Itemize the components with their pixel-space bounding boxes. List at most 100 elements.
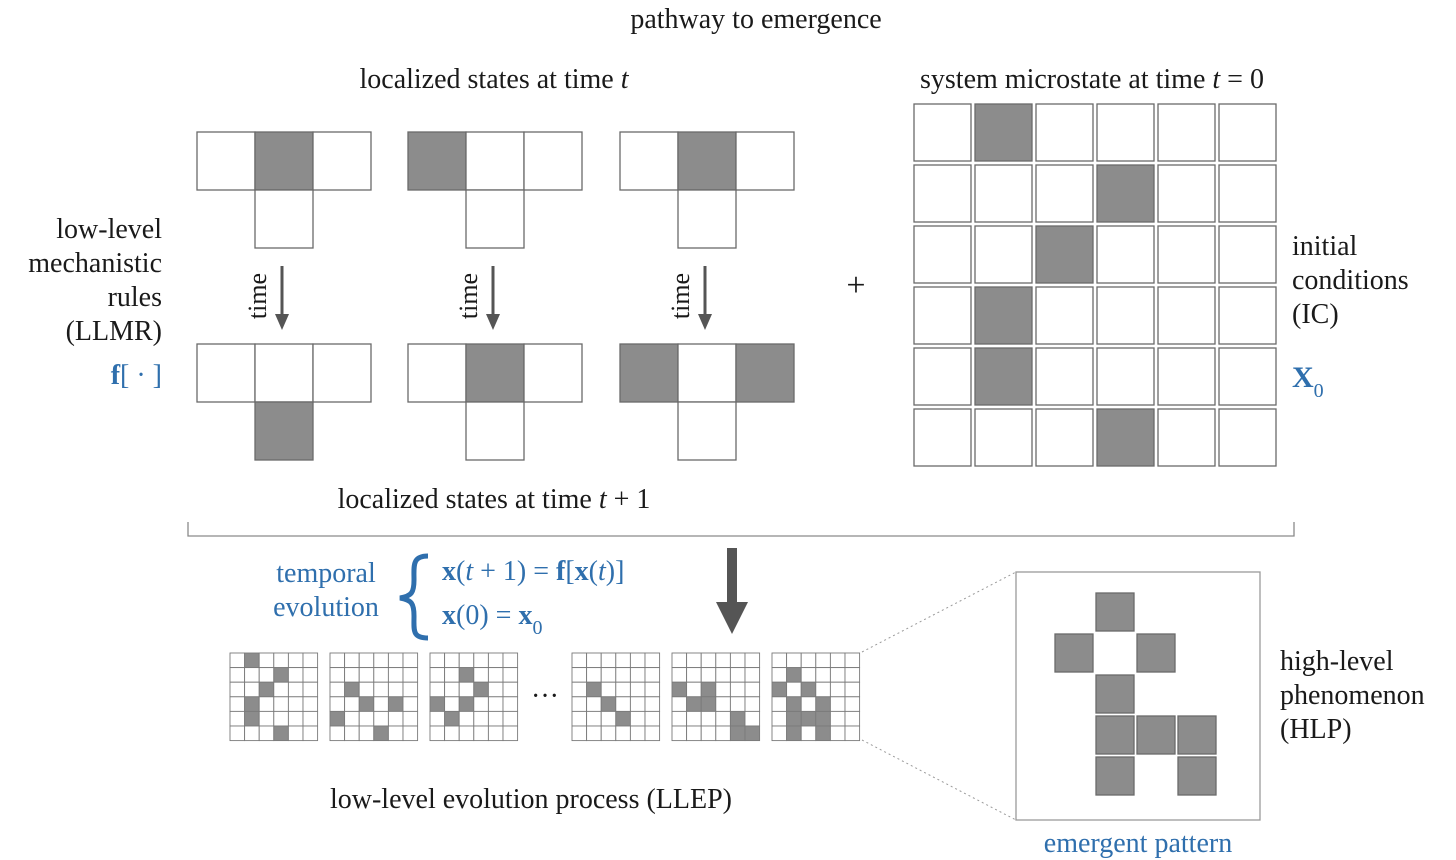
llep-cell — [444, 681, 460, 698]
llep-cell — [344, 696, 360, 712]
llep-cell — [815, 696, 831, 712]
llep-cell — [571, 681, 588, 698]
llep-frame — [329, 652, 419, 742]
llep-cell — [444, 667, 460, 683]
emergent-cell — [1054, 633, 1094, 673]
ic-cell — [1218, 408, 1277, 467]
llep-cell — [844, 696, 861, 712]
emergent-cell — [1136, 715, 1176, 755]
llep-cell — [473, 696, 489, 712]
llep-cell — [700, 667, 717, 683]
llep-cell — [615, 696, 631, 712]
llep-cell — [715, 681, 731, 698]
llep-cell — [402, 725, 419, 742]
llep-cell — [700, 696, 717, 712]
llep-cell — [358, 710, 375, 727]
ic-cell — [1035, 408, 1094, 467]
ic-symbol: X0 — [1292, 361, 1324, 402]
llmr-label-line: rules — [108, 282, 162, 313]
llep-cell — [629, 667, 646, 683]
llep-cell — [600, 667, 617, 683]
llep-cell — [571, 710, 588, 727]
llep-cell — [800, 696, 817, 712]
llep-cell — [458, 710, 475, 727]
llep-cell — [458, 681, 475, 698]
llep-frame — [671, 652, 761, 742]
rule-before-cell — [465, 131, 525, 191]
curly-brace-icon — [399, 553, 429, 641]
ic-cell — [1096, 286, 1155, 345]
ic-cell — [913, 408, 972, 467]
ic-cell — [974, 225, 1033, 284]
llep-cell — [358, 696, 375, 712]
llep-cell — [571, 725, 588, 742]
llep-cell — [686, 725, 702, 742]
llep-cell — [473, 681, 489, 698]
llep-cell — [329, 652, 346, 669]
ic-cell — [1218, 164, 1277, 223]
emergent-cell — [1095, 756, 1135, 796]
llep-cell — [671, 667, 688, 683]
llep-cell — [586, 696, 602, 712]
llep-cell — [844, 710, 861, 727]
llep-cell — [387, 710, 404, 727]
llep-cell — [744, 681, 761, 698]
llep-cell — [273, 667, 289, 683]
rule-after-cell — [677, 401, 737, 461]
llep-cell — [487, 696, 504, 712]
llep-cell — [571, 652, 588, 669]
llep-cell — [771, 725, 788, 742]
llep-cell — [800, 710, 817, 727]
rule-before-cell — [254, 189, 314, 249]
llep-cell — [686, 681, 702, 698]
llmr-label-line: mechanistic — [28, 248, 162, 279]
llep-frame — [571, 652, 661, 742]
llep-cell — [244, 710, 260, 727]
llep-cell — [786, 681, 802, 698]
ic-grid — [913, 103, 1277, 467]
ic-cell — [1035, 225, 1094, 284]
llep-cell — [615, 681, 631, 698]
llep-cell — [700, 681, 717, 698]
emergent-pattern — [1054, 592, 1217, 796]
llep-cell — [229, 725, 246, 742]
llep-cell — [700, 725, 717, 742]
llep-cell — [815, 667, 831, 683]
emergent-pattern-box — [1015, 571, 1261, 821]
llep-cell — [729, 667, 746, 683]
rule-before-cell — [619, 131, 679, 191]
emergent-cell — [1095, 715, 1135, 755]
llep-cell — [671, 681, 688, 698]
llep-cell — [815, 725, 831, 742]
llep-cell — [615, 667, 631, 683]
llep-cell — [287, 696, 304, 712]
ic-header: system microstate at time t = 0 — [920, 64, 1264, 95]
llep-cell — [729, 696, 746, 712]
llmr-label-line: low-level — [56, 214, 162, 245]
llep-cell — [800, 667, 817, 683]
llep-cell — [387, 725, 404, 742]
zoom-line-top — [861, 571, 1017, 653]
llep-cell — [600, 652, 617, 669]
time-arrowhead-icon — [486, 314, 500, 330]
llep-cell — [373, 725, 389, 742]
rule-after-cell — [619, 343, 679, 403]
rule-after — [407, 343, 583, 461]
llep-cell — [244, 652, 260, 669]
llep-cell — [487, 681, 504, 698]
llep-cell — [302, 710, 319, 727]
llep-cell — [844, 681, 861, 698]
ic-cell — [1096, 103, 1155, 162]
rule-after-cell — [407, 343, 467, 403]
llep-cell — [287, 667, 304, 683]
llep-cell — [429, 681, 446, 698]
llep-cell — [715, 652, 731, 669]
llep-cell — [387, 681, 404, 698]
llep-ellipsis: ··· — [531, 681, 559, 712]
llep-cell — [729, 681, 746, 698]
rule-after — [619, 343, 795, 461]
llep-cell — [829, 710, 846, 727]
llep-cell — [644, 652, 661, 669]
llep-cell — [244, 681, 260, 698]
llep-cell — [373, 681, 389, 698]
